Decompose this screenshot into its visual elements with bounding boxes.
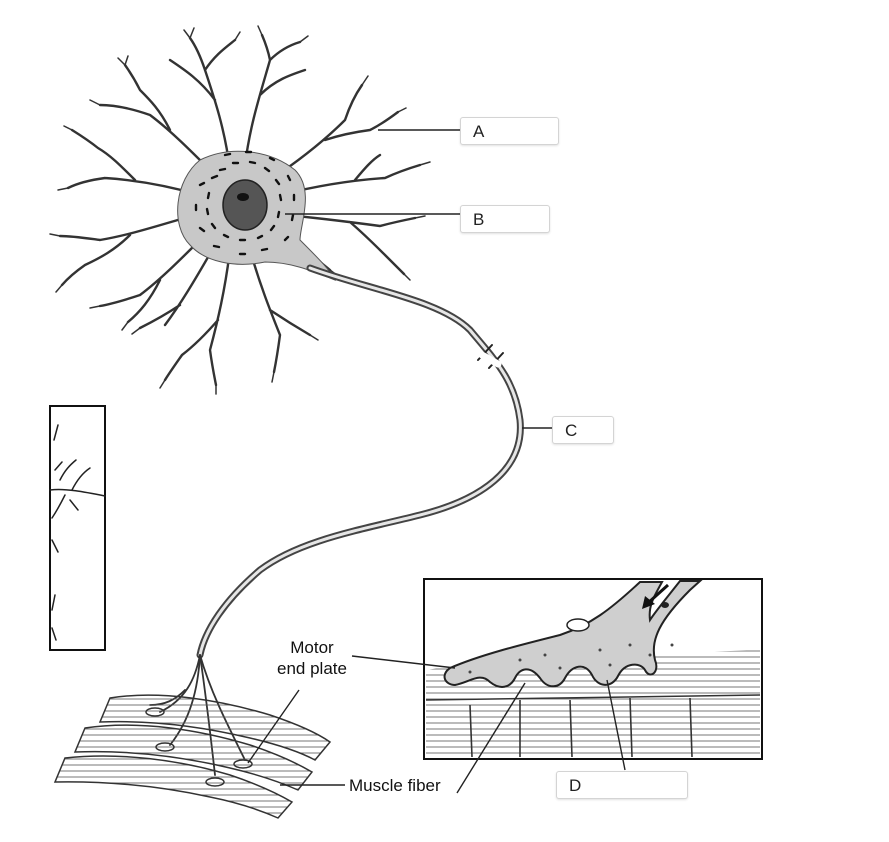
dendrite-twigs <box>49 25 431 395</box>
nucleolus <box>237 193 249 201</box>
label-b-text: B <box>473 210 485 229</box>
label-c-text: C <box>565 421 578 440</box>
nucleus <box>222 179 268 231</box>
label-d-text: D <box>569 776 582 795</box>
label-box-d[interactable]: D <box>556 771 688 799</box>
label-box-b[interactable]: B <box>460 205 550 233</box>
label-box-a[interactable]: A <box>460 117 559 145</box>
axon <box>196 264 524 659</box>
left-inset <box>49 405 106 651</box>
leader-lines <box>247 129 626 794</box>
motor-end-plate-caption: Motor end plate <box>277 638 347 678</box>
muscle-fiber-caption: Muscle fiber <box>349 776 441 795</box>
impulse-arrow <box>646 583 670 605</box>
label-a-text: A <box>473 122 485 141</box>
magnified-inset <box>423 578 763 760</box>
nissl-bodies <box>194 150 296 256</box>
cell-body <box>177 150 337 281</box>
label-box-c[interactable]: C <box>552 416 614 444</box>
muscle-fibers <box>53 694 332 819</box>
